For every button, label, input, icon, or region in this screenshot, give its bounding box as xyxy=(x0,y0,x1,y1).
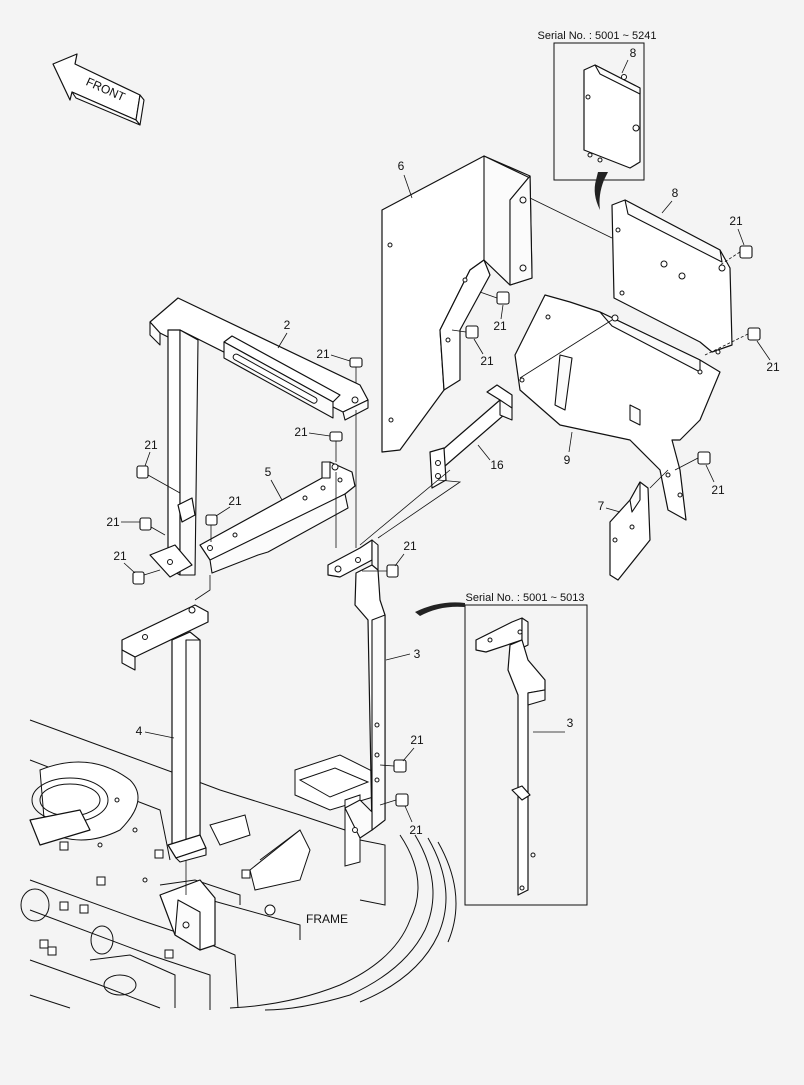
inset-bottom-part-number: 3 xyxy=(567,716,574,730)
part-7-bracket xyxy=(609,481,651,581)
callout-8: 8 xyxy=(672,186,679,200)
bolt-icon xyxy=(479,291,510,305)
part-4-post xyxy=(121,604,216,951)
callout-21: 21 xyxy=(403,539,417,553)
inset-serial-5001-5013: Serial No. : 5001 ~ 5013 3 xyxy=(415,592,588,906)
bolt-icon xyxy=(719,245,753,266)
assembly-lines xyxy=(185,197,669,895)
inset-top-part-number: 8 xyxy=(630,46,637,60)
callout-21: 21 xyxy=(711,483,725,497)
bolt-icon xyxy=(379,759,407,773)
machine-frame xyxy=(20,719,457,1011)
part-6-panel xyxy=(381,155,533,453)
callout-21: 21 xyxy=(106,515,120,529)
bolt-icon xyxy=(349,357,363,383)
callouts: 2 5 6 8 9 16 7 3 4 21 21 21 21 21 21 21 xyxy=(106,159,780,837)
bolt-icon xyxy=(205,514,218,542)
bolts-21 xyxy=(132,245,761,807)
bolt-icon xyxy=(136,465,181,494)
callout-21: 21 xyxy=(113,549,127,563)
inset-bottom-serial-label: Serial No. : 5001 ~ 5013 xyxy=(466,592,585,604)
part-2-bracket xyxy=(149,297,369,578)
callout-3: 3 xyxy=(414,647,421,661)
callout-21: 21 xyxy=(228,494,242,508)
inset-serial-5001-5241: Serial No. : 5001 ~ 5241 8 xyxy=(538,30,657,210)
callout-2: 2 xyxy=(284,318,291,332)
callout-21: 21 xyxy=(766,360,780,374)
callout-21: 21 xyxy=(493,319,507,333)
callout-4: 4 xyxy=(136,724,143,738)
bolt-icon xyxy=(139,517,166,536)
bolt-icon xyxy=(704,327,761,356)
bolt-icon xyxy=(132,569,161,585)
inset-top-serial-label: Serial No. : 5001 ~ 5241 xyxy=(538,30,657,42)
front-direction-arrow: FRONT xyxy=(52,53,145,126)
callout-5: 5 xyxy=(265,465,272,479)
part-16-hanger xyxy=(429,384,513,489)
bolt-icon xyxy=(362,564,399,578)
callout-21: 21 xyxy=(294,425,308,439)
callout-21: 21 xyxy=(480,354,494,368)
callout-21: 21 xyxy=(409,823,423,837)
frame-label: FRAME xyxy=(306,912,348,926)
callout-21: 21 xyxy=(316,347,330,361)
callout-21: 21 xyxy=(410,733,424,747)
part-8-plate xyxy=(611,199,733,355)
part-9-panel xyxy=(514,294,721,521)
callout-9: 9 xyxy=(564,453,571,467)
callout-21: 21 xyxy=(144,438,158,452)
bolt-icon xyxy=(329,431,343,462)
bolt-icon xyxy=(674,451,711,471)
callout-7: 7 xyxy=(598,499,605,513)
callout-21: 21 xyxy=(729,214,743,228)
callout-6: 6 xyxy=(398,159,405,173)
frame-fasteners xyxy=(39,797,276,959)
bolt-icon xyxy=(451,325,479,339)
callout-16: 16 xyxy=(490,458,504,472)
bolt-icon xyxy=(379,793,409,807)
part-3-post xyxy=(327,539,386,839)
part-5-crossbar xyxy=(199,461,356,574)
